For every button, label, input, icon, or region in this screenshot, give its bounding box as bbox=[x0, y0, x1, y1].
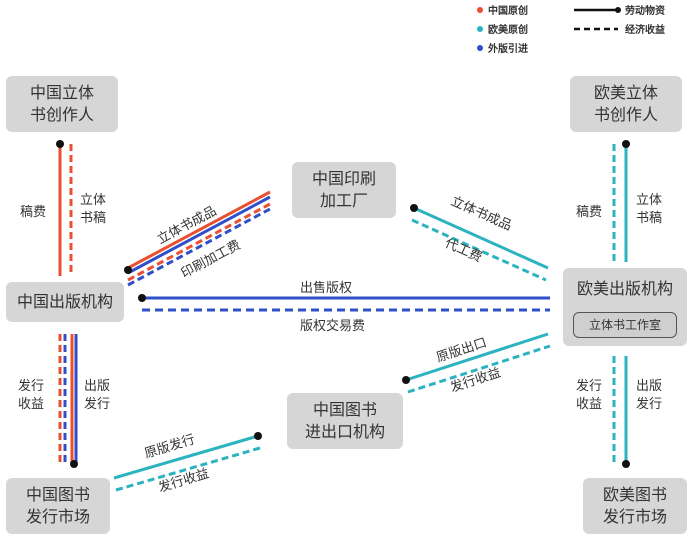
edge-cn-printer-red-dash bbox=[127, 202, 271, 282]
label-cn-market-right-1: 出版 bbox=[84, 379, 110, 394]
node-import-export: 中国图书进出口机构 bbox=[287, 393, 403, 449]
edge-printer-west-dot bbox=[410, 204, 418, 212]
edge-rights-dot bbox=[138, 294, 146, 302]
node-west-creator-line1: 欧美立体 bbox=[593, 83, 658, 102]
label-west-manuscript-1: 立体 bbox=[636, 193, 662, 208]
label-west-market-left-1: 发行 bbox=[576, 378, 602, 394]
legend-economic-income: 经济收益 bbox=[625, 23, 665, 36]
edge-cn-printer-blue-dash bbox=[127, 207, 271, 287]
edge-export-dash bbox=[407, 344, 551, 394]
node-west-publisher: 欧美出版机构 立体书工作室 bbox=[563, 268, 687, 346]
node-cn-market-line1: 中国图书 bbox=[25, 485, 90, 504]
edge-export-dot bbox=[402, 376, 410, 384]
label-west-market-right-2: 发行 bbox=[636, 396, 662, 412]
label-west-manuscript-2: 书稿 bbox=[636, 210, 662, 226]
legend-western-original: 欧美原创 bbox=[488, 23, 528, 36]
node-studio-label: 立体书工作室 bbox=[588, 318, 661, 332]
node-printer-line1: 中国印刷 bbox=[311, 169, 376, 188]
node-west-market-line1: 欧美图书 bbox=[602, 485, 667, 504]
label-west-market-right-1: 出版 bbox=[636, 379, 662, 394]
edge-export-solid bbox=[405, 332, 549, 382]
label-west-market-left-2: 收益 bbox=[576, 397, 602, 412]
label-cn-printer-bottom: 印刷加工费 bbox=[179, 238, 243, 282]
legend: 中国原创 欧美原创 外版引进 劳动物资 经济收益 bbox=[477, 4, 665, 55]
node-cn-market: 中国图书发行市场 bbox=[6, 478, 110, 534]
edge-cn-manuscript-dot bbox=[56, 140, 64, 148]
node-west-market: 欧美图书发行市场 bbox=[583, 478, 687, 534]
label-cn-market-left-2: 收益 bbox=[18, 397, 44, 412]
node-studio: 立体书工作室 bbox=[573, 312, 677, 338]
edge-cn-printer-dot bbox=[124, 266, 132, 274]
node-import-export-line1: 中国图书 bbox=[312, 400, 377, 419]
node-west-creator: 欧美立体书创作人 bbox=[570, 76, 682, 132]
edge-printer-west-dash bbox=[411, 218, 547, 282]
legend-dot-foreign bbox=[477, 45, 483, 51]
edge-import-dot bbox=[254, 432, 262, 440]
label-cn-market-left-1: 发行 bbox=[18, 378, 44, 394]
label-cn-fee: 稿费 bbox=[20, 204, 46, 220]
label-cn-market-right-2: 发行 bbox=[84, 396, 110, 412]
node-west-publisher-label: 欧美出版机构 bbox=[576, 279, 673, 298]
label-rights-top: 出售版权 bbox=[300, 280, 352, 296]
edge-cn-printer-red bbox=[127, 190, 271, 270]
legend-labor-goods: 劳动物资 bbox=[625, 4, 665, 17]
legend-china-original: 中国原创 bbox=[488, 4, 528, 17]
edge-cn-market-dot bbox=[70, 460, 78, 468]
node-printer: 中国印刷加工厂 bbox=[292, 162, 396, 218]
node-import-export-line2: 进出口机构 bbox=[304, 422, 385, 441]
node-printer-line2: 加工厂 bbox=[319, 191, 368, 210]
label-cn-manuscript-2: 书稿 bbox=[80, 210, 106, 226]
edge-import-dash bbox=[115, 446, 261, 492]
legend-dot-western bbox=[477, 26, 483, 32]
node-west-creator-line2: 书创作人 bbox=[593, 105, 658, 124]
node-cn-market-line2: 发行市场 bbox=[25, 507, 90, 526]
legend-solid-dot bbox=[615, 7, 621, 13]
label-cn-manuscript-1: 立体 bbox=[80, 193, 106, 208]
legend-dot-china bbox=[477, 7, 483, 13]
node-cn-publisher: 中国出版机构 bbox=[6, 282, 124, 322]
node-cn-creator-line1: 中国立体 bbox=[29, 83, 94, 102]
label-rights-bottom: 版权交易费 bbox=[300, 318, 365, 334]
edge-import-solid bbox=[113, 434, 259, 480]
node-cn-creator-line2: 书创作人 bbox=[29, 105, 94, 124]
edge-printer-west-solid bbox=[413, 206, 549, 270]
legend-foreign-import: 外版引进 bbox=[487, 42, 528, 55]
node-west-market-line2: 发行市场 bbox=[602, 507, 667, 526]
edge-cn-printer-blue bbox=[127, 195, 271, 275]
edge-west-market-dot bbox=[622, 460, 630, 468]
node-cn-creator: 中国立体书创作人 bbox=[6, 76, 118, 132]
edge-west-manuscript-dot bbox=[622, 140, 630, 148]
label-printer-west-bottom: 代工费 bbox=[442, 236, 484, 266]
node-cn-publisher-label: 中国出版机构 bbox=[16, 292, 113, 311]
label-west-fee: 稿费 bbox=[576, 204, 602, 220]
